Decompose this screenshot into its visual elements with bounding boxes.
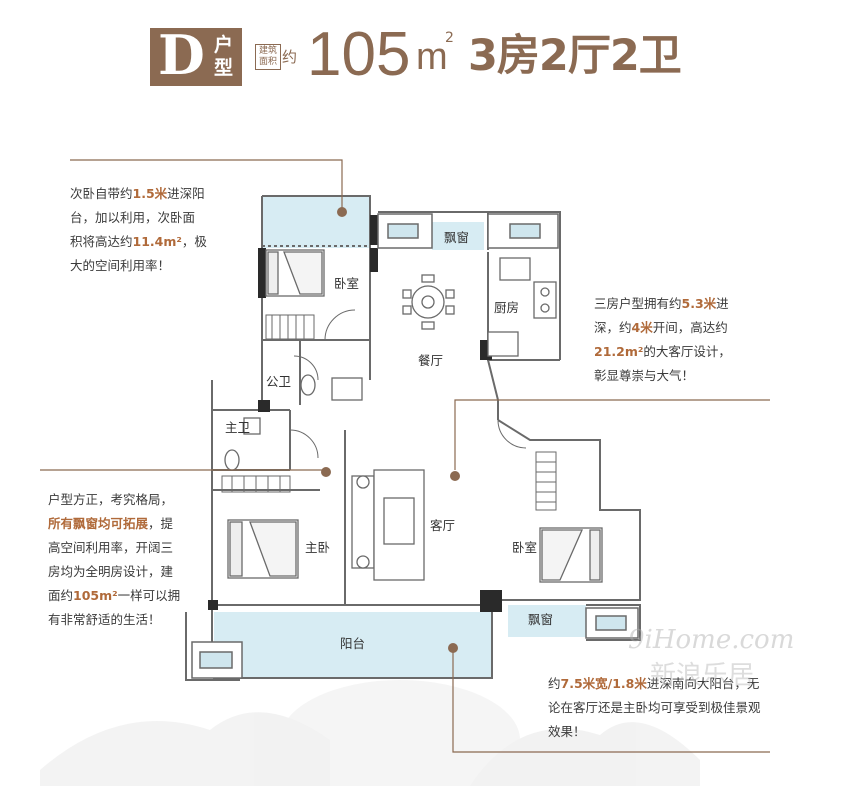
room-label-master-bath: 主卫 <box>225 420 250 435</box>
main-balcony-fill <box>214 612 492 678</box>
windows <box>191 213 639 679</box>
sofa-set <box>351 469 425 581</box>
watermark-text: 新浪乐居 <box>650 661 755 691</box>
room-label-public-bath: 公卫 <box>266 374 291 389</box>
doors <box>289 309 527 459</box>
top-bay-fill <box>432 222 484 250</box>
beds <box>227 249 603 583</box>
room-label-living: 客厅 <box>430 518 455 533</box>
wardrobes <box>221 314 557 511</box>
room-label-bedroom-right: 卧室 <box>512 540 537 555</box>
note-secondary-bedroom: 次卧自带约1.5米进深阳 台，加以利用，次卧面 积将高达约11.4m²，极 大的… <box>70 186 207 273</box>
unit-type-label: 户型 <box>214 34 234 79</box>
background-decoration <box>40 680 700 786</box>
room-label-bedroom-top: 卧室 <box>334 276 359 291</box>
area-label: 建筑面积 <box>255 44 281 70</box>
callout-lines <box>40 159 770 753</box>
header: D 户型 建筑面积 约 105 m 2 3房2厅2卫 <box>0 0 850 100</box>
note-layout: 户型方正，考究格局， 所有飘窗均可拓展，提 高空间利用率，开阔三 房均为全明房设… <box>48 492 181 627</box>
area-value: 105 <box>307 20 411 89</box>
room-label-bay-top: 飘窗 <box>444 230 469 245</box>
layout-name: 3房2厅2卫 <box>468 31 682 81</box>
right-bay-fill <box>508 605 586 637</box>
room-label-master-bed: 主卧 <box>305 540 330 555</box>
callout-dots <box>321 207 460 653</box>
unit-type-badge: D 户型 <box>150 24 242 86</box>
kitchen-fixtures <box>487 257 557 357</box>
note-balcony: 约7.5米宽/1.8米进深南向大阳台，无 论在客厅还是主卧均可享受到极佳景观 效… <box>548 676 761 739</box>
room-label-kitchen: 厨房 <box>494 300 519 315</box>
unit-letter: D <box>158 23 205 87</box>
room-labels: 卧室 飘窗 厨房 餐厅 公卫 主卫 客厅 主卧 卧室 飘窗 阳台 <box>225 230 553 651</box>
dining-table <box>402 274 455 330</box>
top-balcony-fill <box>262 196 370 248</box>
bath-fixtures <box>224 374 363 471</box>
room-label-bay-right: 飘窗 <box>528 612 553 627</box>
room-label-dining: 餐厅 <box>418 353 443 368</box>
area-unit-superscript: 2 <box>445 30 454 46</box>
watermark-logo: 9iHome.com <box>628 625 795 655</box>
note-living-room: 三房户型拥有约5.3米进 深，约4米开间，高达约 21.2m²的大客厅设计， 彰… <box>594 296 731 383</box>
room-label-balcony: 阳台 <box>340 636 365 651</box>
approx-label: 约 <box>282 48 298 66</box>
area-unit: m <box>416 36 448 78</box>
